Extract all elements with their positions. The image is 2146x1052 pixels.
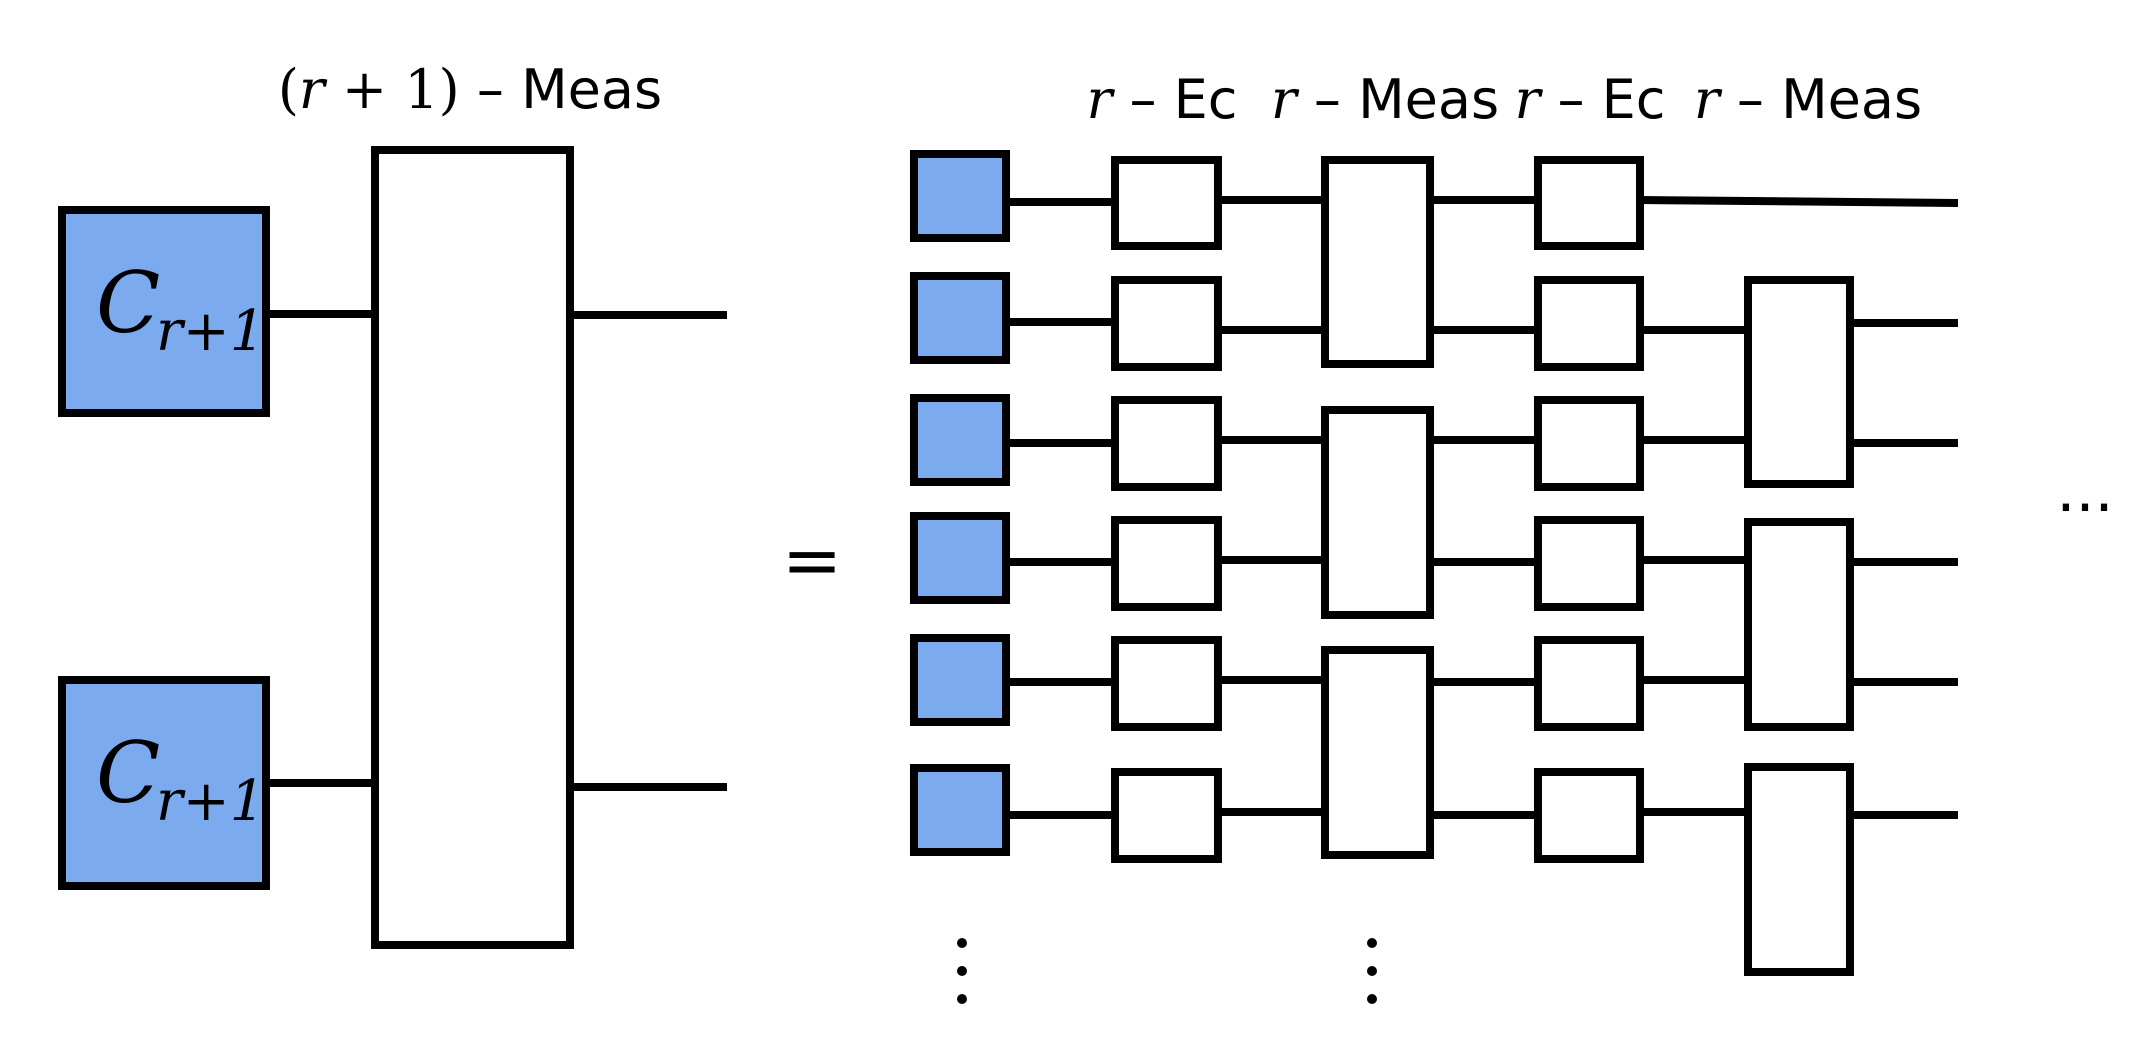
meas2-box-3 (1744, 763, 1854, 976)
dot (957, 938, 967, 948)
ec2-box-5 (1534, 636, 1644, 731)
meas2-box-2 (1744, 518, 1854, 731)
ec-column-2 (1534, 156, 1644, 863)
equals-sign: = (782, 518, 842, 602)
tensor-c-bottom-label: C (96, 724, 160, 822)
input-tensor-6 (910, 764, 1010, 856)
ec1-box-5 (1111, 636, 1222, 731)
left-meas-label: (r + 1) – Meas (278, 58, 662, 121)
ec1-box-4 (1111, 516, 1222, 611)
input-tensor-1 (910, 150, 1010, 242)
tensor-c-bottom-subscript: r+1 (156, 769, 265, 834)
meas1-box-3 (1321, 646, 1434, 859)
ec1-box-3 (1111, 396, 1222, 491)
ec2-box-2 (1534, 276, 1644, 371)
tensor-c-top-box (58, 206, 270, 417)
input-tensor-2 (910, 272, 1010, 364)
input-tensor-4 (910, 512, 1010, 604)
dot (957, 994, 967, 1004)
ellipsis-vertical-left (957, 938, 967, 1004)
ec1-box-6 (1111, 768, 1222, 863)
meas-column-2 (1744, 276, 1854, 976)
ec2-box-1 (1534, 156, 1644, 250)
column-label-meas-1: r – Meas (1271, 68, 1499, 131)
ec2-box-3 (1534, 396, 1644, 491)
input-tensor-3 (910, 394, 1010, 486)
tensor-c-top-subscript: r+1 (156, 299, 265, 364)
column-label-ec-1: r – Ec (1087, 68, 1238, 131)
ec2-box-4 (1534, 516, 1644, 611)
left-meas-box (371, 146, 574, 949)
input-tensor-5 (910, 634, 1010, 726)
meas-column-1 (1321, 156, 1434, 859)
tensor-c-top-label: C (96, 254, 160, 352)
column-label-meas-2: r – Meas (1694, 68, 1922, 131)
tensor-c-bottom-box (58, 676, 270, 890)
tensor-c-top: C r+1 (58, 206, 270, 417)
column-label-ec-2: r – Ec (1515, 68, 1666, 131)
tensor-c-bottom: C r+1 (58, 676, 270, 890)
meas1-box-1 (1321, 156, 1434, 368)
ellipsis-horizontal: ··· (2056, 473, 2113, 543)
meas1-box-2 (1321, 406, 1434, 619)
ec1-box-2 (1111, 276, 1222, 371)
ec1-box-1 (1111, 156, 1222, 250)
dot (1367, 994, 1377, 1004)
ec-column-1 (1111, 156, 1222, 863)
wire-r1-d (1639, 196, 1959, 207)
dot (1367, 966, 1377, 976)
right-wires (1006, 196, 1959, 819)
ellipsis-vertical-middle (1367, 938, 1377, 1004)
input-tensors (910, 150, 1010, 856)
dot (957, 966, 967, 976)
meas2-box-1 (1744, 276, 1854, 488)
ec2-box-6 (1534, 768, 1644, 863)
dot (1367, 938, 1377, 948)
